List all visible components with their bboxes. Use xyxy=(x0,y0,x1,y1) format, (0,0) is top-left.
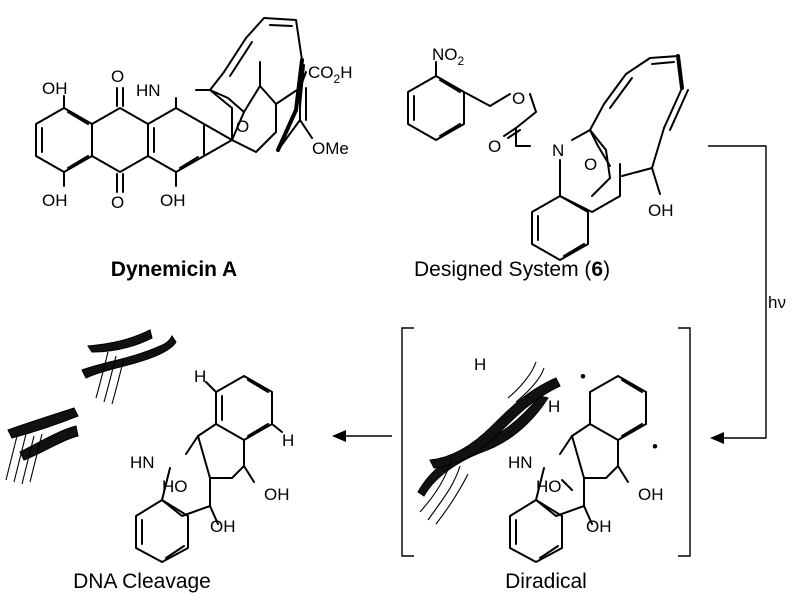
caption-dynemicin-a: Dynemicin A xyxy=(111,258,237,281)
designed-system-structure xyxy=(407,54,689,261)
product-ho: HO xyxy=(162,477,188,496)
diradical-oh-bottom: OH xyxy=(586,517,612,536)
dna-fragment-lower xyxy=(5,407,79,485)
dyn-co2h: CO2H xyxy=(308,63,352,86)
dyn-o-quinone-bottom: O xyxy=(111,193,124,212)
dna-fragment-upper xyxy=(81,329,177,405)
diradical-hn: HN xyxy=(508,453,533,472)
bracket-left xyxy=(401,327,414,557)
product-h-top: H xyxy=(194,367,206,386)
dyn-o-quinone-top: O xyxy=(111,67,124,86)
designed-n: N xyxy=(552,141,564,160)
bracket-right xyxy=(678,327,691,557)
cleavage-arrowhead xyxy=(332,430,346,442)
nitro-group: NO2 xyxy=(432,45,465,68)
product-oh-right: OH xyxy=(264,485,290,504)
dyn-oh-bottom: OH xyxy=(160,191,186,210)
diradical-oh-right: OH xyxy=(638,485,664,504)
diradical-ho: HO xyxy=(536,477,562,496)
cleavage-product-structure xyxy=(135,375,283,563)
dna-helix-diradical xyxy=(417,361,561,525)
product-oh-bottom: OH xyxy=(210,517,236,536)
diradical-h-mid: H xyxy=(548,397,560,416)
dyn-hn: HN xyxy=(136,81,161,100)
caption-dna-cleavage: DNA Cleavage xyxy=(73,570,211,593)
dyn-epoxide-o: O xyxy=(236,117,249,136)
designed-epoxide-o: O xyxy=(584,155,597,174)
product-h-right: H xyxy=(282,431,294,450)
dyn-oh-bottom-left: OH xyxy=(42,191,68,210)
dynemicin-a-structure xyxy=(35,17,313,193)
carbamate-o-ester: O xyxy=(512,89,525,108)
carbamate-o-carbonyl: O xyxy=(488,137,501,156)
radical-dot-lower: • xyxy=(652,437,658,456)
dyn-ome: OMe xyxy=(312,139,349,158)
condition-hv: hν xyxy=(768,293,786,312)
radical-dot-upper: • xyxy=(580,367,586,386)
diradical-h-top: H xyxy=(474,355,486,374)
caption-diradical: Diradical xyxy=(505,570,587,593)
diradical-structure xyxy=(509,375,647,563)
caption-designed-system: Designed System (6) xyxy=(414,258,610,281)
designed-oh: OH xyxy=(648,201,674,220)
photolysis-arrow xyxy=(708,145,767,439)
product-hn: HN xyxy=(130,453,155,472)
photolysis-arrowhead xyxy=(710,432,724,444)
dyn-oh-top-left: OH xyxy=(42,79,68,98)
